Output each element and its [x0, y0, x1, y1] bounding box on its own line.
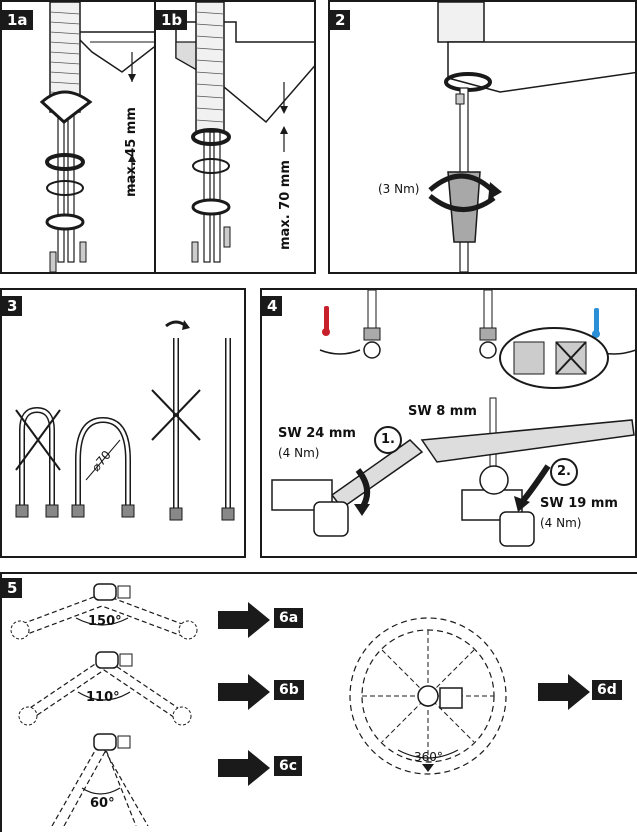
angle-label-150: 150°	[88, 614, 122, 629]
ref-label-6c: 6c	[274, 756, 303, 776]
panel-1a: 1a max. 45 mm	[0, 0, 156, 274]
step-badge-2: 2	[330, 10, 351, 30]
angle-label-110: 110°	[86, 690, 120, 705]
panel-2: 2 (3 Nm)	[328, 0, 637, 274]
wrench-key-8mm-label: SW 8 mm	[408, 404, 477, 419]
panel-4: 4 SW 24 mm (4 Nm) 1. SW 8 mm 2. SW 19 mm…	[260, 288, 637, 558]
step-1-number: 1.	[381, 432, 395, 447]
supply-connection-illustration	[271, 290, 635, 547]
torque-label-3nm: (3 Nm)	[378, 182, 420, 196]
panel-1b: 1b max. 70 mm	[154, 0, 316, 274]
panel-5: 5 150° 110° 60° 360° 6a 6b 6c 6d	[0, 572, 637, 832]
angle-label-60: 60°	[90, 796, 115, 811]
step-badge-1b: 1b	[156, 10, 188, 30]
dim-label-70mm: max. 70 mm	[278, 160, 293, 250]
wrench-19mm-torque: (4 Nm)	[540, 516, 582, 530]
angle-label-360: 360°	[414, 750, 443, 764]
arrow-right-icon	[218, 602, 270, 638]
faucet-mounting-1a-illustration	[39, 2, 154, 272]
wrench-24mm-torque: (4 Nm)	[278, 446, 320, 460]
panel-3: 3 ⌀70	[0, 288, 246, 558]
arrow-right-icon	[538, 674, 590, 710]
step-badge-5: 5	[2, 578, 23, 598]
wrench-19mm-label: SW 19 mm	[540, 496, 618, 511]
ref-label-6a: 6a	[274, 608, 304, 628]
spout-rotation-illustration	[10, 583, 507, 826]
arrow-right-icon	[218, 750, 270, 786]
faucet-mounting-1b-illustration	[175, 2, 314, 263]
step-badge-3: 3	[2, 296, 23, 316]
arrow-right-icon	[218, 674, 270, 710]
ref-label-6b: 6b	[274, 680, 304, 700]
dim-label-45mm: max. 45 mm	[124, 107, 139, 197]
tighten-nut-illustration	[428, 2, 635, 272]
wrench-24mm-label: SW 24 mm	[278, 426, 356, 441]
step-badge-1a: 1a	[2, 10, 33, 30]
step-badge-4: 4	[262, 296, 283, 316]
step-2-number: 2.	[557, 464, 571, 479]
hose-handling-illustration	[15, 320, 235, 521]
ref-label-6d: 6d	[592, 680, 622, 700]
